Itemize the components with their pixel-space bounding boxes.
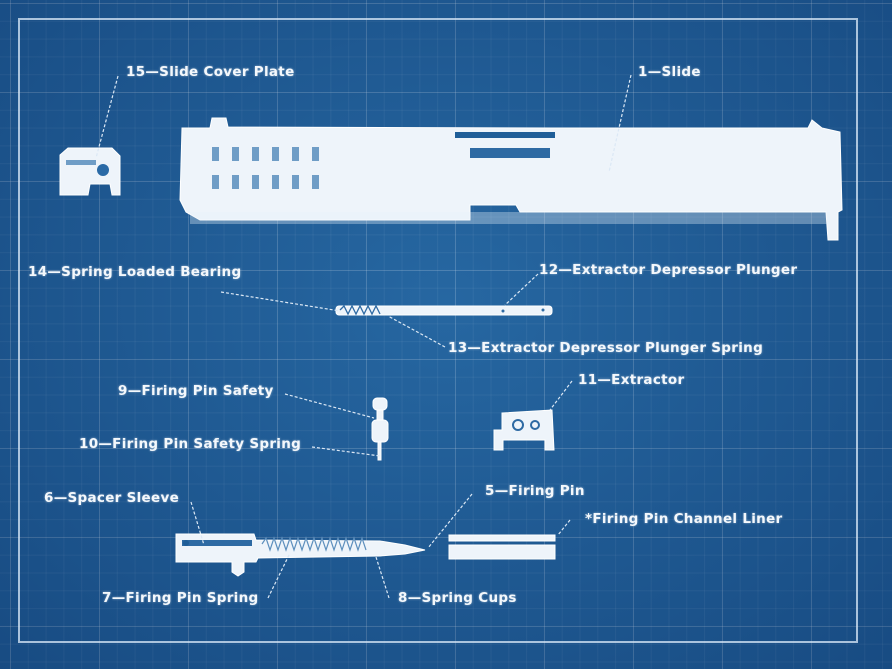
- label-slide-cover-plate: 15—Slide Cover Plate: [126, 64, 295, 80]
- label-spring-cups: 8—Spring Cups: [398, 590, 517, 606]
- slide-part: [179, 117, 843, 241]
- label-firing-pin: 5—Firing Pin: [485, 483, 585, 499]
- extractor-depressor-plunger-part: [335, 304, 553, 316]
- label-extractor-depressor-plunger: 12—Extractor Depressor Plunger: [539, 262, 798, 278]
- label-firing-pin-spring: 7—Firing Pin Spring: [102, 590, 259, 606]
- extractor-part: [493, 409, 555, 451]
- label-slide: 1—Slide: [638, 64, 701, 80]
- label-spring-loaded-bearing: 14—Spring Loaded Bearing: [28, 264, 242, 280]
- firing-pin-safety-part: [371, 397, 389, 461]
- label-firing-pin-safety-spring: 10—Firing Pin Safety Spring: [79, 436, 302, 452]
- label-spacer-sleeve: 6—Spacer Sleeve: [44, 490, 180, 506]
- leader-lines: [95, 74, 632, 599]
- label-extractor: 11—Extractor: [578, 372, 685, 388]
- label-firing-pin-safety: 9—Firing Pin Safety: [118, 383, 274, 399]
- slide-cover-plate-part: [59, 147, 121, 196]
- label-extractor-depressor-plunger-spring: 13—Extractor Depressor Plunger Spring: [448, 340, 764, 356]
- label-firing-pin-channel-liner: *Firing Pin Channel Liner: [585, 511, 783, 527]
- blueprint-border: [18, 18, 858, 643]
- firing-pin-assembly-part: [175, 533, 426, 577]
- firing-pin-channel-liner-part: [448, 534, 556, 560]
